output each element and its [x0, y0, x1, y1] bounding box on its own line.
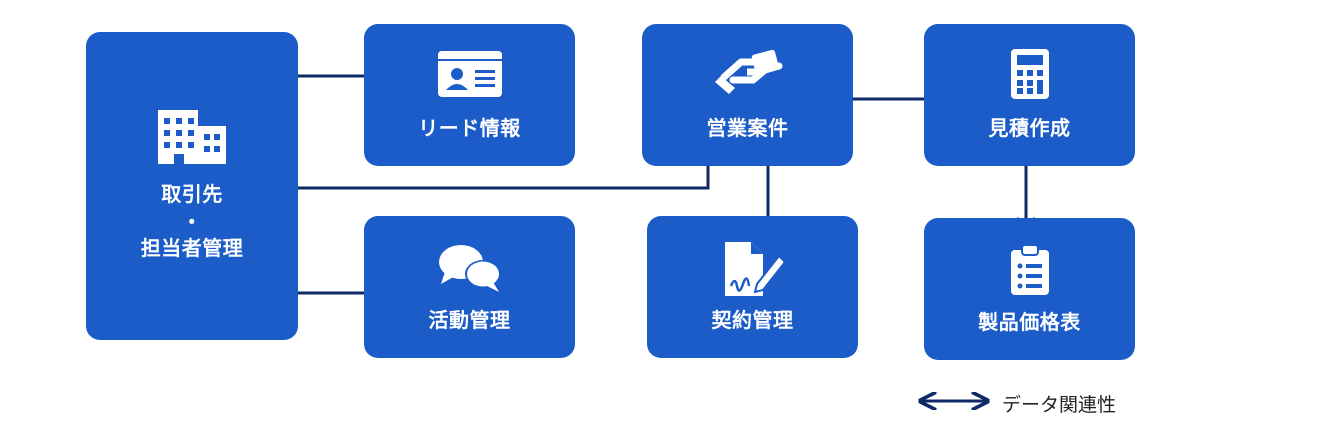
legend-label: データ関連性: [1002, 394, 1117, 416]
building-icon: [158, 110, 226, 164]
node-lead: リード情報: [364, 24, 575, 166]
chat-bubbles-icon: [438, 245, 501, 292]
clipboard-list-icon: [1010, 244, 1049, 295]
node-pricelist-label: 製品価格表: [978, 310, 1081, 334]
node-contract-label: 契約管理: [711, 308, 794, 332]
node-pricelist: 製品価格表: [924, 218, 1135, 360]
node-activity-label: 活動管理: [428, 308, 511, 332]
node-contract: 契約管理: [647, 216, 858, 358]
node-activity: 活動管理: [364, 216, 575, 358]
node-deal-label: 営業案件: [706, 116, 789, 140]
calculator-icon: [1010, 49, 1049, 99]
node-customer-line2: ・: [181, 210, 203, 234]
node-customer-line1: 取引先: [161, 182, 223, 206]
signature-document-icon: [724, 242, 785, 296]
node-quote-label: 見積作成: [988, 116, 1071, 140]
node-customer: 取引先 ・ 担当者管理: [86, 32, 298, 340]
node-lead-label: リード情報: [418, 116, 521, 140]
id-card-icon: [437, 51, 502, 97]
handshake-icon: [714, 49, 782, 94]
node-deal: 営業案件: [642, 24, 853, 166]
node-quote: 見積作成: [924, 24, 1135, 166]
node-customer-line3: 担当者管理: [140, 236, 244, 260]
